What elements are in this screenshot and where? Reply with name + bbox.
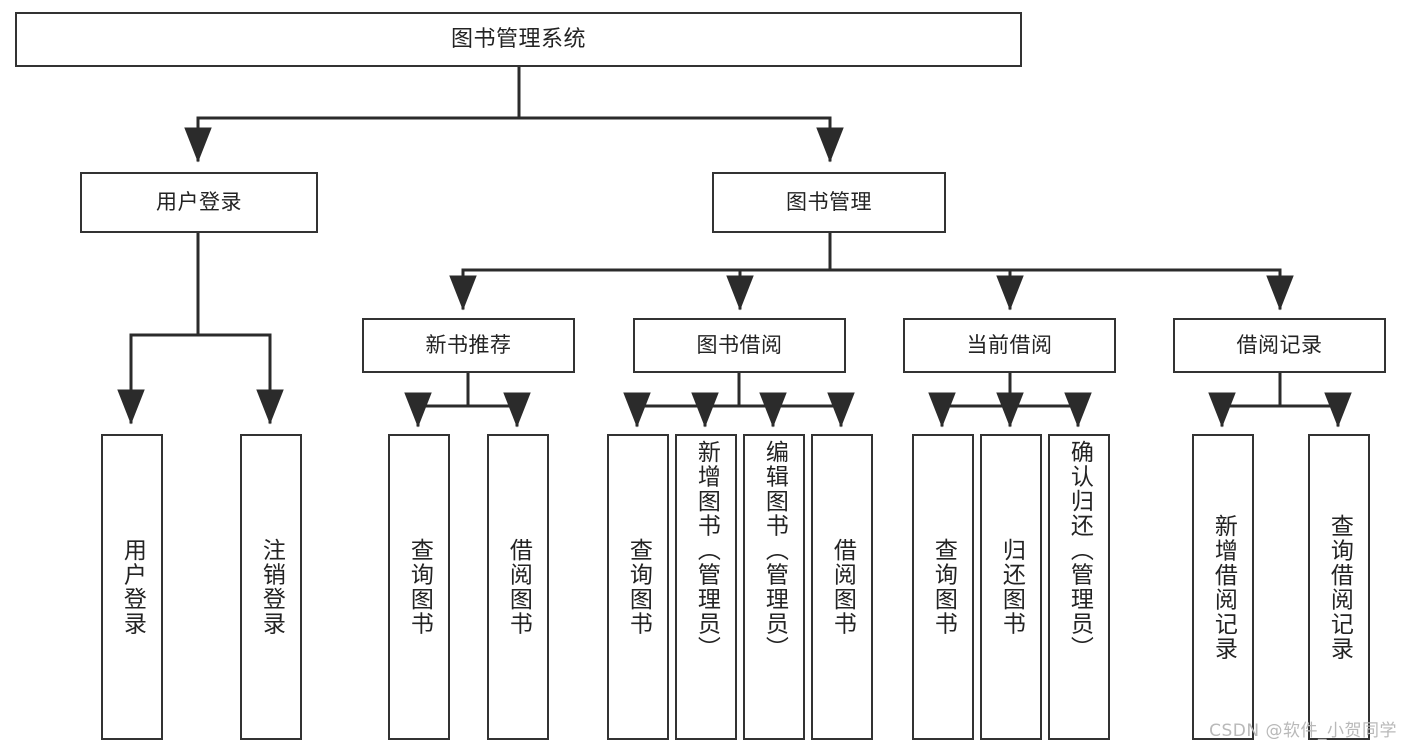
node-leaf-query-book-1[interactable]: 查询图书 (388, 434, 450, 740)
csdn-watermark: CSDN @软件_小贺同学 (1209, 721, 1397, 741)
node-leaf-add-borrow-record[interactable]: 新增借阅记录 (1192, 434, 1254, 740)
node-label: 查询图书 (625, 538, 652, 636)
node-label: 编辑图书（管理员） (761, 440, 788, 661)
node-root-book-management-system[interactable]: 图书管理系统 (15, 12, 1022, 67)
node-book-management[interactable]: 图书管理 (712, 172, 946, 233)
node-label: 借阅图书 (829, 538, 856, 636)
node-label: 图书管理系统 (450, 26, 586, 52)
node-label: 归还图书 (998, 538, 1025, 636)
node-leaf-confirm-return-admin[interactable]: 确认归还（管理员） (1048, 434, 1110, 740)
node-label: 查询图书 (930, 538, 957, 636)
node-label: 借阅图书 (505, 538, 532, 636)
node-label: 用户登录 (156, 190, 242, 215)
node-leaf-return-book[interactable]: 归还图书 (980, 434, 1042, 740)
node-book-borrowing[interactable]: 图书借阅 (633, 318, 846, 373)
node-leaf-edit-book-admin[interactable]: 编辑图书（管理员） (743, 434, 805, 740)
node-leaf-query-book-2[interactable]: 查询图书 (607, 434, 669, 740)
node-new-book-recommendation[interactable]: 新书推荐 (362, 318, 575, 373)
node-label: 查询图书 (406, 538, 433, 636)
node-label: 新增图书（管理员） (693, 440, 720, 661)
node-label: 查询借阅记录 (1326, 513, 1353, 661)
node-borrowing-records[interactable]: 借阅记录 (1173, 318, 1386, 373)
node-leaf-add-book-admin[interactable]: 新增图书（管理员） (675, 434, 737, 740)
node-current-borrowing[interactable]: 当前借阅 (903, 318, 1116, 373)
node-leaf-query-book-3[interactable]: 查询图书 (912, 434, 974, 740)
node-label: 当前借阅 (966, 333, 1053, 358)
node-leaf-borrow-book-1[interactable]: 借阅图书 (487, 434, 549, 740)
node-label: 图书管理 (786, 190, 872, 215)
node-label: 新增借阅记录 (1210, 513, 1237, 661)
node-leaf-user-login[interactable]: 用户登录 (101, 434, 163, 740)
node-leaf-query-borrow-record[interactable]: 查询借阅记录 (1308, 434, 1370, 740)
node-label: 用户登录 (119, 538, 146, 636)
node-label: 借阅记录 (1236, 333, 1323, 358)
node-label: 新书推荐 (425, 333, 512, 358)
node-label: 注销登录 (258, 538, 285, 636)
node-label: 确认归还（管理员） (1066, 440, 1093, 661)
node-label: 图书借阅 (696, 333, 783, 358)
node-leaf-borrow-book-2[interactable]: 借阅图书 (811, 434, 873, 740)
node-user-login[interactable]: 用户登录 (80, 172, 318, 233)
node-leaf-logout[interactable]: 注销登录 (240, 434, 302, 740)
